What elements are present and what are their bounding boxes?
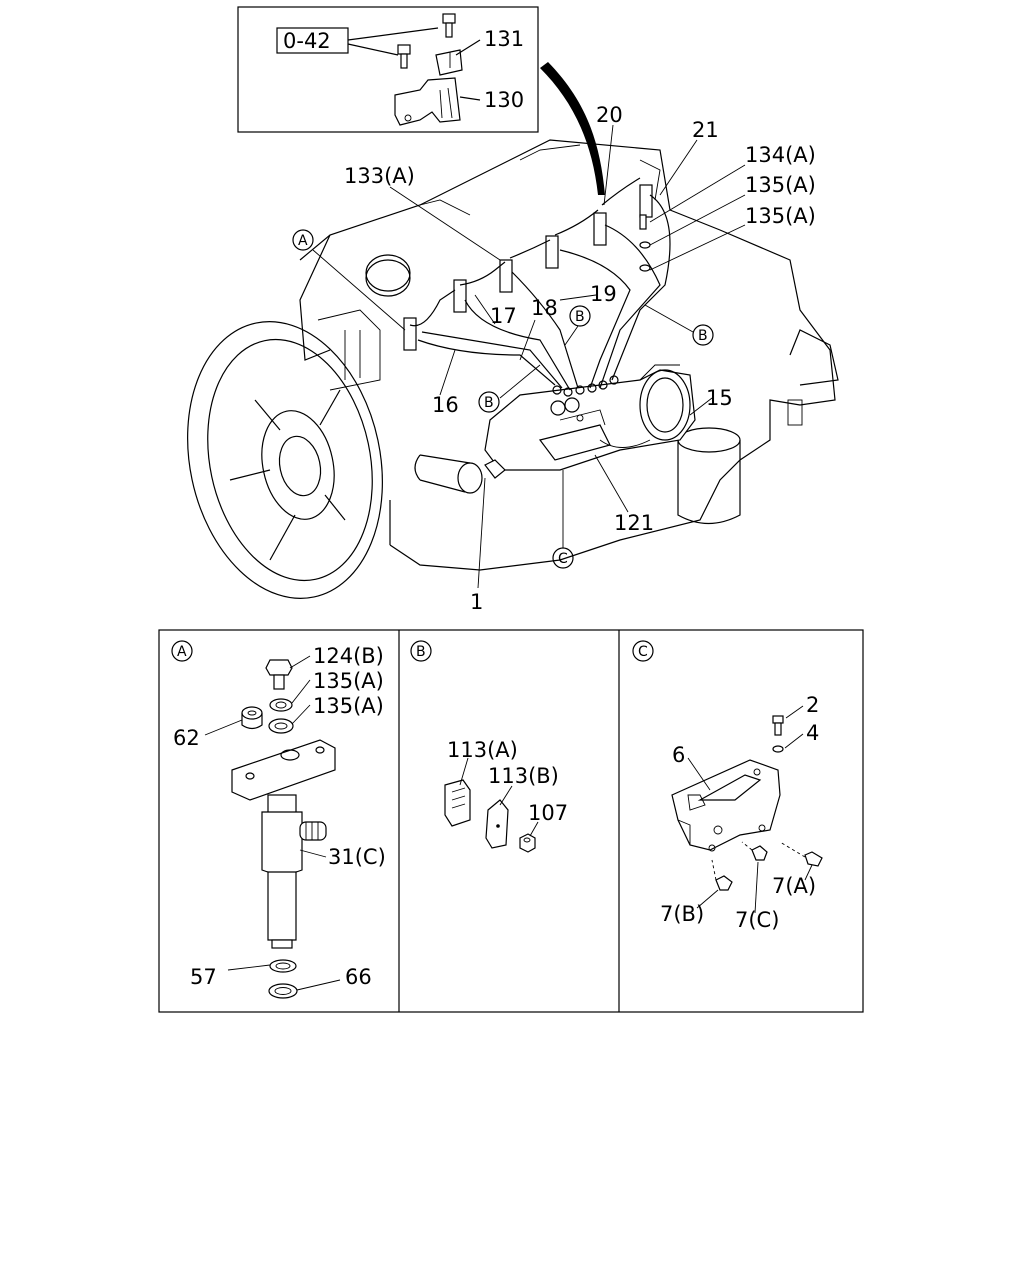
svg-text:C: C [558,551,568,567]
washer-4-icon [772,745,784,753]
svg-text:B: B [575,309,585,325]
label-135a-1: 135(A) [745,173,816,197]
bolt-124b-icon [265,659,293,690]
panel-b-tag: B [416,644,426,660]
inset-bolt-left-icon [397,44,411,69]
nozzle-holder-31c-icon [231,739,336,949]
detail-panel-b: B 113(A) 113(B) 107 [410,640,568,853]
fuel-injection-pipes [409,177,671,397]
washer-135a-1-icon [269,698,293,712]
label-62: 62 [173,726,200,750]
curved-pointer-arrow [540,62,605,195]
label-130: 130 [484,88,524,112]
bracket-6-icon [671,759,781,852]
bolt-7b-icon [711,859,733,891]
label-7b: 7(B) [660,902,704,926]
label-4: 4 [806,721,819,745]
label-16: 16 [432,393,459,417]
label-131: 131 [484,27,524,51]
label-113a: 113(A) [447,738,518,762]
label-66: 66 [345,965,372,989]
label-a-135a-2: 135(A) [313,694,384,718]
label-19: 19 [590,282,617,306]
washer-135a-2-icon [268,718,294,734]
label-6: 6 [672,743,685,767]
label-2: 2 [806,693,819,717]
label-21: 21 [692,118,719,142]
bolt-7c-icon [741,841,768,861]
collar-62-icon [241,706,263,730]
panel-c-tag: C [638,644,648,660]
label-134a: 134(A) [745,143,816,167]
detail-panel-c: C [632,640,823,932]
svg-text:B: B [484,395,494,411]
main-leader-lines [312,124,746,589]
bolt-2-icon [772,715,784,736]
label-107: 107 [528,801,568,825]
label-17: 17 [490,304,517,328]
nut-107-icon [519,833,536,853]
label-31c: 31(C) [328,845,386,869]
callout-a-main: A [292,229,314,251]
callout-b-main-2: B [692,324,714,346]
callout-b-main-1: B [569,305,591,327]
label-18: 18 [531,296,558,320]
label-a-135a-1: 135(A) [313,669,384,693]
clamp-113a-icon [444,779,471,827]
detail-panels-frame [158,629,864,1013]
label-135a-2: 135(A) [745,204,816,228]
bracket-130-icon [394,77,461,126]
washer-66-icon [268,983,298,999]
panel-a-tag: A [177,644,187,660]
inset-panel: 0-42 131 130 [237,6,539,133]
clamp-113b-icon [485,799,509,849]
label-121: 121 [614,511,654,535]
label-124b: 124(B) [313,644,384,668]
ref-box-label: 0-42 [283,29,331,53]
label-1: 1 [470,590,483,614]
label-133a: 133(A) [344,164,415,188]
callout-b-main-3: B [478,391,500,413]
washer-57-icon [269,959,297,973]
injection-pump-icon [484,364,696,479]
label-57: 57 [190,965,217,989]
detail-panel-a: A [171,640,386,999]
engine-illustration [187,139,839,599]
svg-text:A: A [298,233,308,249]
bolt-7a-icon [779,841,823,867]
label-113b: 113(B) [488,764,559,788]
svg-text:B: B [698,328,708,344]
label-7c: 7(C) [735,908,779,932]
inset-bolt-top-icon [442,13,456,38]
clip-131-icon [435,49,463,76]
label-20: 20 [596,103,623,127]
callout-c-main: C [552,547,574,569]
label-7a: 7(A) [772,874,816,898]
label-15: 15 [706,386,733,410]
